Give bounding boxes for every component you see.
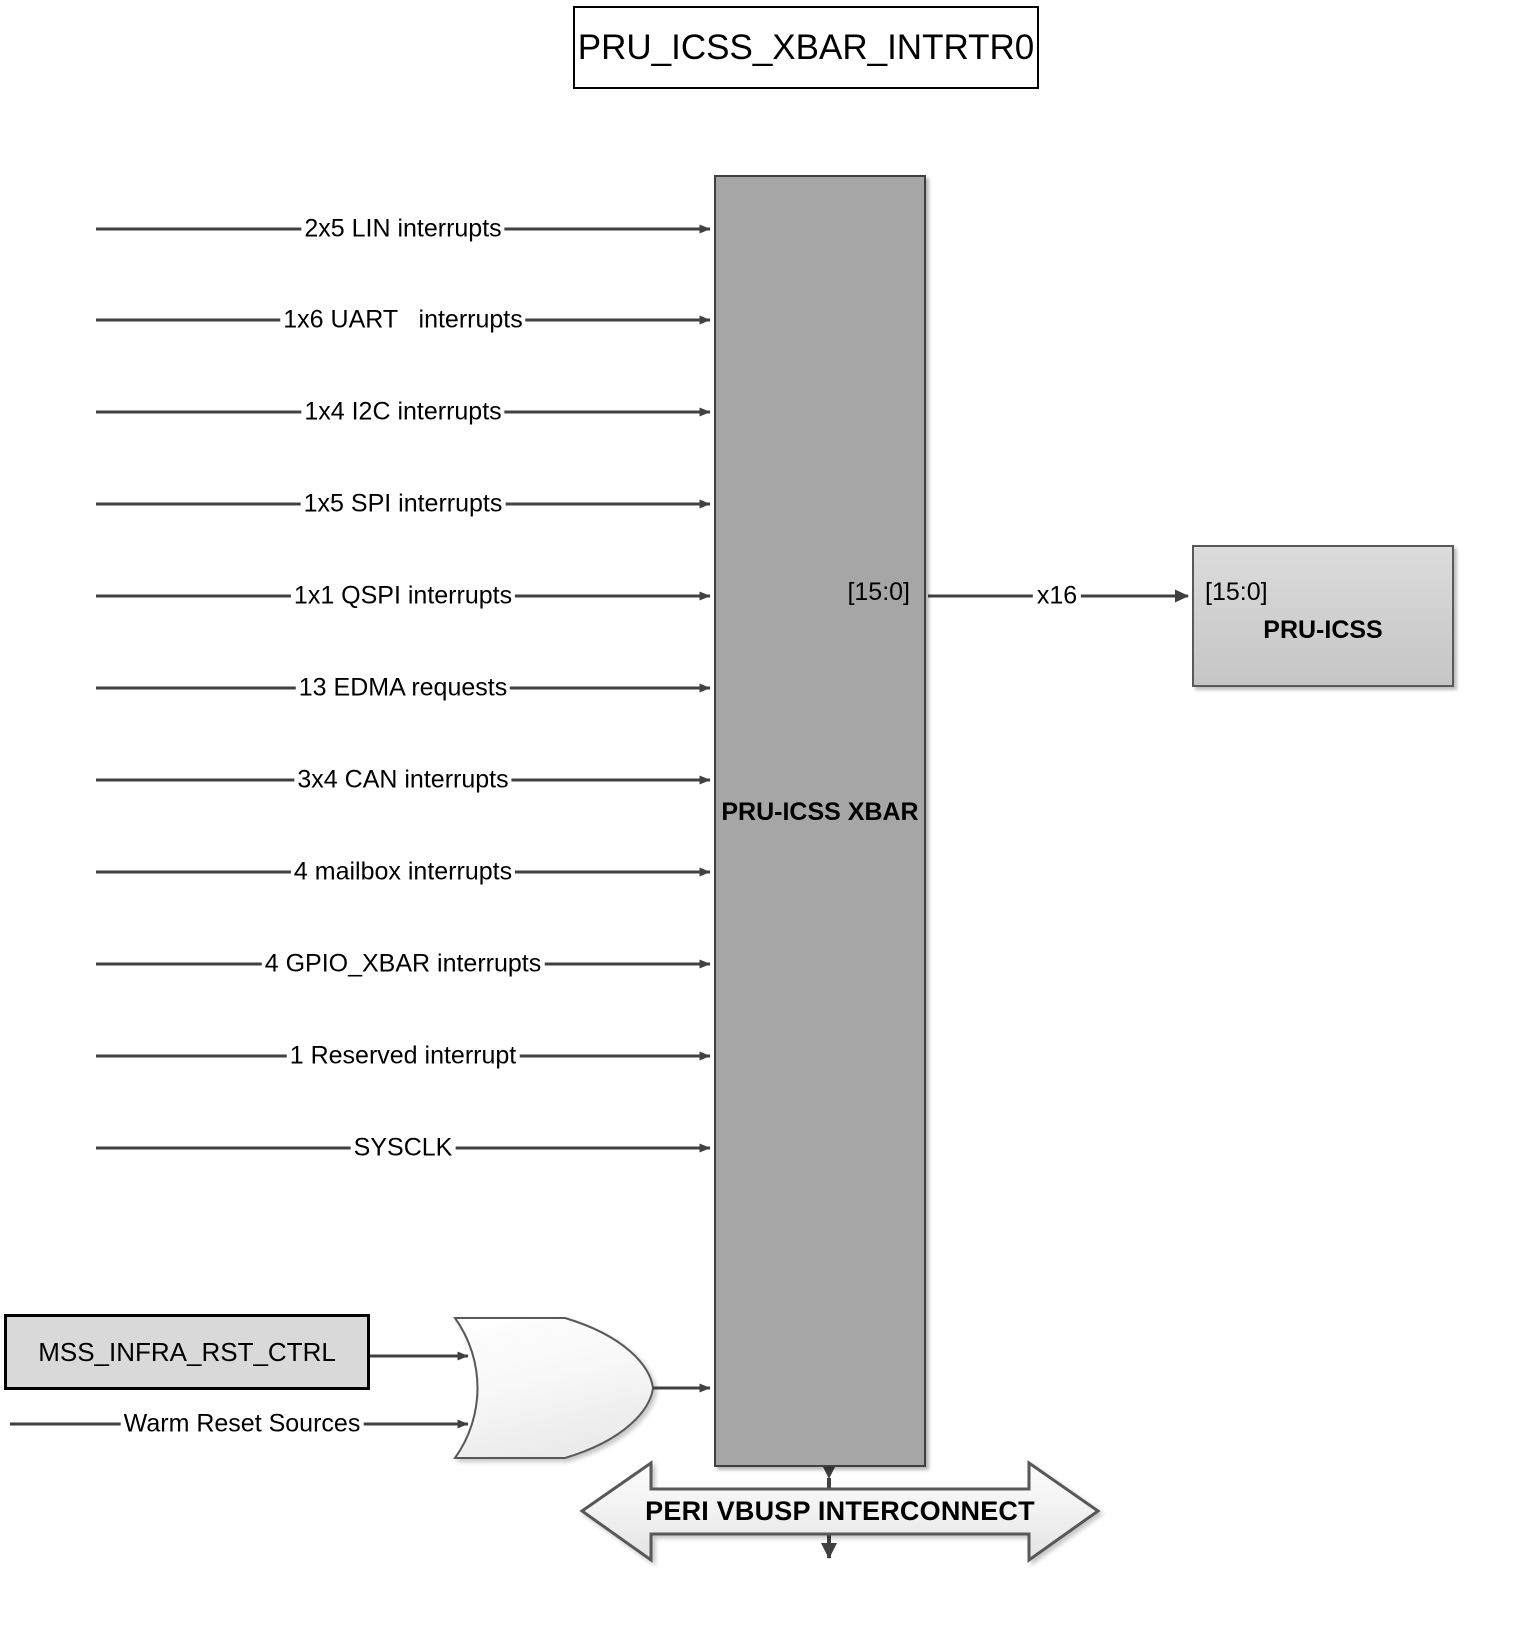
input-label-gpio-xbar: 4 GPIO_XBAR interrupts [261, 951, 545, 977]
warm-reset-sources-label: Warm Reset Sources [120, 1411, 364, 1437]
pru-icss-block[interactable] [1192, 545, 1454, 687]
pru-icss-xbar-block[interactable] [714, 175, 926, 1467]
pru-icss-bits: [15:0] [1205, 578, 1268, 606]
xbar-output-bits: [15:0] [847, 578, 910, 606]
peri-vbusp-interconnect-label: PERI VBUSP INTERCONNECT [645, 1496, 1035, 1526]
input-label-can: 3x4 CAN interrupts [294, 767, 512, 793]
input-label-sysclk: SYSCLK [350, 1135, 456, 1161]
output-multiplier-label: x16 [1032, 583, 1082, 609]
xbar-block-label: PRU-ICSS XBAR [721, 798, 919, 826]
input-label-edma: 13 EDMA requests [295, 675, 511, 701]
mss-infra-rst-ctrl-block[interactable]: MSS_INFRA_RST_CTRL [4, 1314, 370, 1390]
input-label-spi: 1x5 SPI interrupts [300, 491, 506, 517]
diagram-title-box: PRU_ICSS_XBAR_INTRTR0 [573, 6, 1039, 89]
mss-infra-rst-ctrl-label: MSS_INFRA_RST_CTRL [38, 1336, 336, 1367]
input-label-mailbox: 4 mailbox interrupts [290, 859, 516, 885]
pru-icss-label: PRU-ICSS [1263, 616, 1383, 644]
input-label-qspi: 1x1 QSPI interrupts [290, 583, 516, 609]
input-label-uart: 1x6 UART interrupts [280, 307, 526, 333]
input-label-lin: 2x5 LIN interrupts [301, 216, 505, 242]
diagram-title: PRU_ICSS_XBAR_INTRTR0 [577, 27, 1035, 67]
input-label-reserved: 1 Reserved interrupt [286, 1043, 520, 1069]
input-label-i2c: 1x4 I2C interrupts [301, 399, 505, 425]
